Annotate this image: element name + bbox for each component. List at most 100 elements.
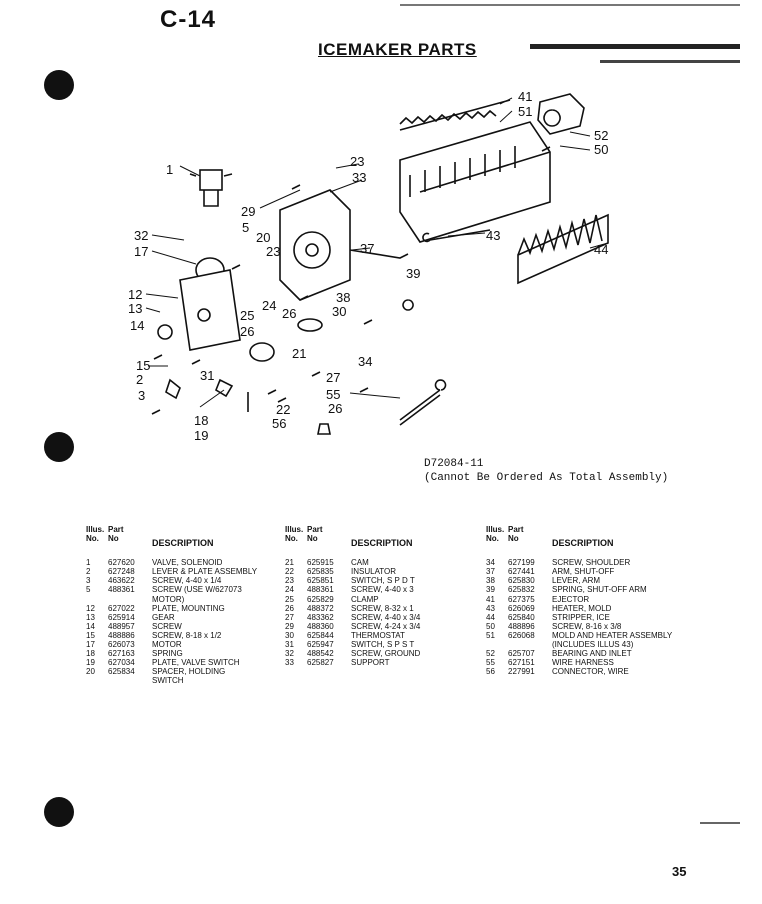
illus-number: 38 [486, 576, 495, 586]
part-description: WIRE HARNESS [552, 658, 614, 668]
part-number: 627034 [108, 658, 135, 668]
part-description: PLATE, VALVE SWITCH [152, 658, 240, 668]
mold-part [399, 121, 551, 243]
callout-label: 31 [200, 368, 214, 383]
part-number: 626068 [508, 630, 535, 640]
part-description: SCREW, 4-40 x 1/4 [152, 576, 222, 586]
callout-label: 18 [194, 413, 208, 428]
part-number: 627620 [108, 558, 135, 568]
illus-number: 27 [285, 612, 294, 622]
part-description: SCREW, 4-24 x 3/4 [351, 621, 421, 631]
illus-number: 41 [486, 594, 495, 604]
callout-label: 26 [282, 306, 296, 321]
part-number: 488886 [108, 630, 135, 640]
part-description: SPRING, SHUT-OFF ARM [552, 585, 647, 595]
illus-number: 22 [285, 567, 294, 577]
illus-number: 13 [86, 612, 95, 622]
part-description: SCREW, 8-16 x 3/8 [552, 621, 622, 631]
part-number: 627163 [108, 649, 135, 659]
gear-part [157, 324, 173, 340]
header-no-part: No [307, 534, 318, 544]
part-description: SWITCH, S P D T [351, 576, 415, 586]
part-number: 488360 [307, 621, 334, 631]
shutoff-arm-part [349, 249, 409, 259]
callout-label: 24 [262, 298, 276, 313]
header-part: Part [108, 525, 124, 534]
part-description: STRIPPER, ICE [552, 612, 610, 622]
callout-label: 20 [256, 230, 270, 245]
part-number: 627151 [508, 658, 535, 668]
part-description: LEVER & PLATE ASSEMBLY [152, 567, 258, 577]
part-description: THERMOSTAT [351, 630, 405, 640]
part-description: SCREW, GROUND [351, 649, 421, 659]
scan-noise [700, 822, 740, 824]
drawing-reference: D72084-11 (Cannot Be Ordered As Total As… [424, 457, 668, 485]
header-part: Part [307, 525, 323, 534]
screws-group [151, 146, 551, 415]
callout-label: 19 [194, 428, 208, 443]
part-description: MOLD AND HEATER ASSEMBLY (INCLUDES ILLUS… [552, 630, 673, 650]
callout-label: 14 [130, 318, 144, 333]
drawing-note: (Cannot Be Ordered As Total Assembly) [424, 472, 669, 484]
part-number: 483362 [307, 612, 334, 622]
part-number: 627199 [508, 558, 535, 568]
illus-number: 50 [486, 621, 495, 631]
lever-plate-part [165, 378, 181, 400]
part-number: 625835 [307, 567, 334, 577]
callout-label: 44 [594, 242, 608, 257]
illus-number: 15 [86, 630, 95, 640]
callout-label: 27 [326, 370, 340, 385]
thermostat-part [297, 318, 323, 332]
header-illus: Illus. [285, 525, 304, 534]
part-number: 625832 [508, 585, 535, 595]
callout-label: 21 [292, 346, 306, 361]
callout-label: 52 [594, 128, 608, 143]
part-description: ARM, SHUT-OFF [552, 567, 615, 577]
part-number: 488372 [307, 603, 334, 613]
illus-number: 33 [285, 658, 294, 668]
header-illus: Illus. [86, 525, 105, 534]
bearing-inlet-part [537, 93, 585, 135]
part-number: 627441 [508, 567, 535, 577]
part-number: 626069 [508, 603, 535, 613]
wire-connector-part [317, 423, 331, 435]
callout-label: 38 [336, 290, 350, 305]
scan-noise [600, 60, 740, 63]
header-no-illus: No. [285, 534, 298, 544]
page-title: ICEMAKER PARTS [318, 40, 477, 59]
part-number: 625915 [307, 558, 334, 568]
part-description: SCREW, 4-40 x 3 [351, 585, 414, 595]
callout-label: 26 [240, 324, 254, 339]
callout-label: 25 [240, 308, 254, 323]
callout-label: 13 [128, 301, 142, 316]
part-description: BEARING AND INLET [552, 649, 632, 659]
callout-label: 37 [360, 241, 374, 256]
callout-label: 3 [138, 388, 145, 403]
part-number: 227991 [508, 667, 535, 677]
part-description: SCREW (USE W/627073 MOTOR) [152, 585, 242, 604]
illus-number: 56 [486, 667, 495, 677]
illus-number: 55 [486, 658, 495, 668]
